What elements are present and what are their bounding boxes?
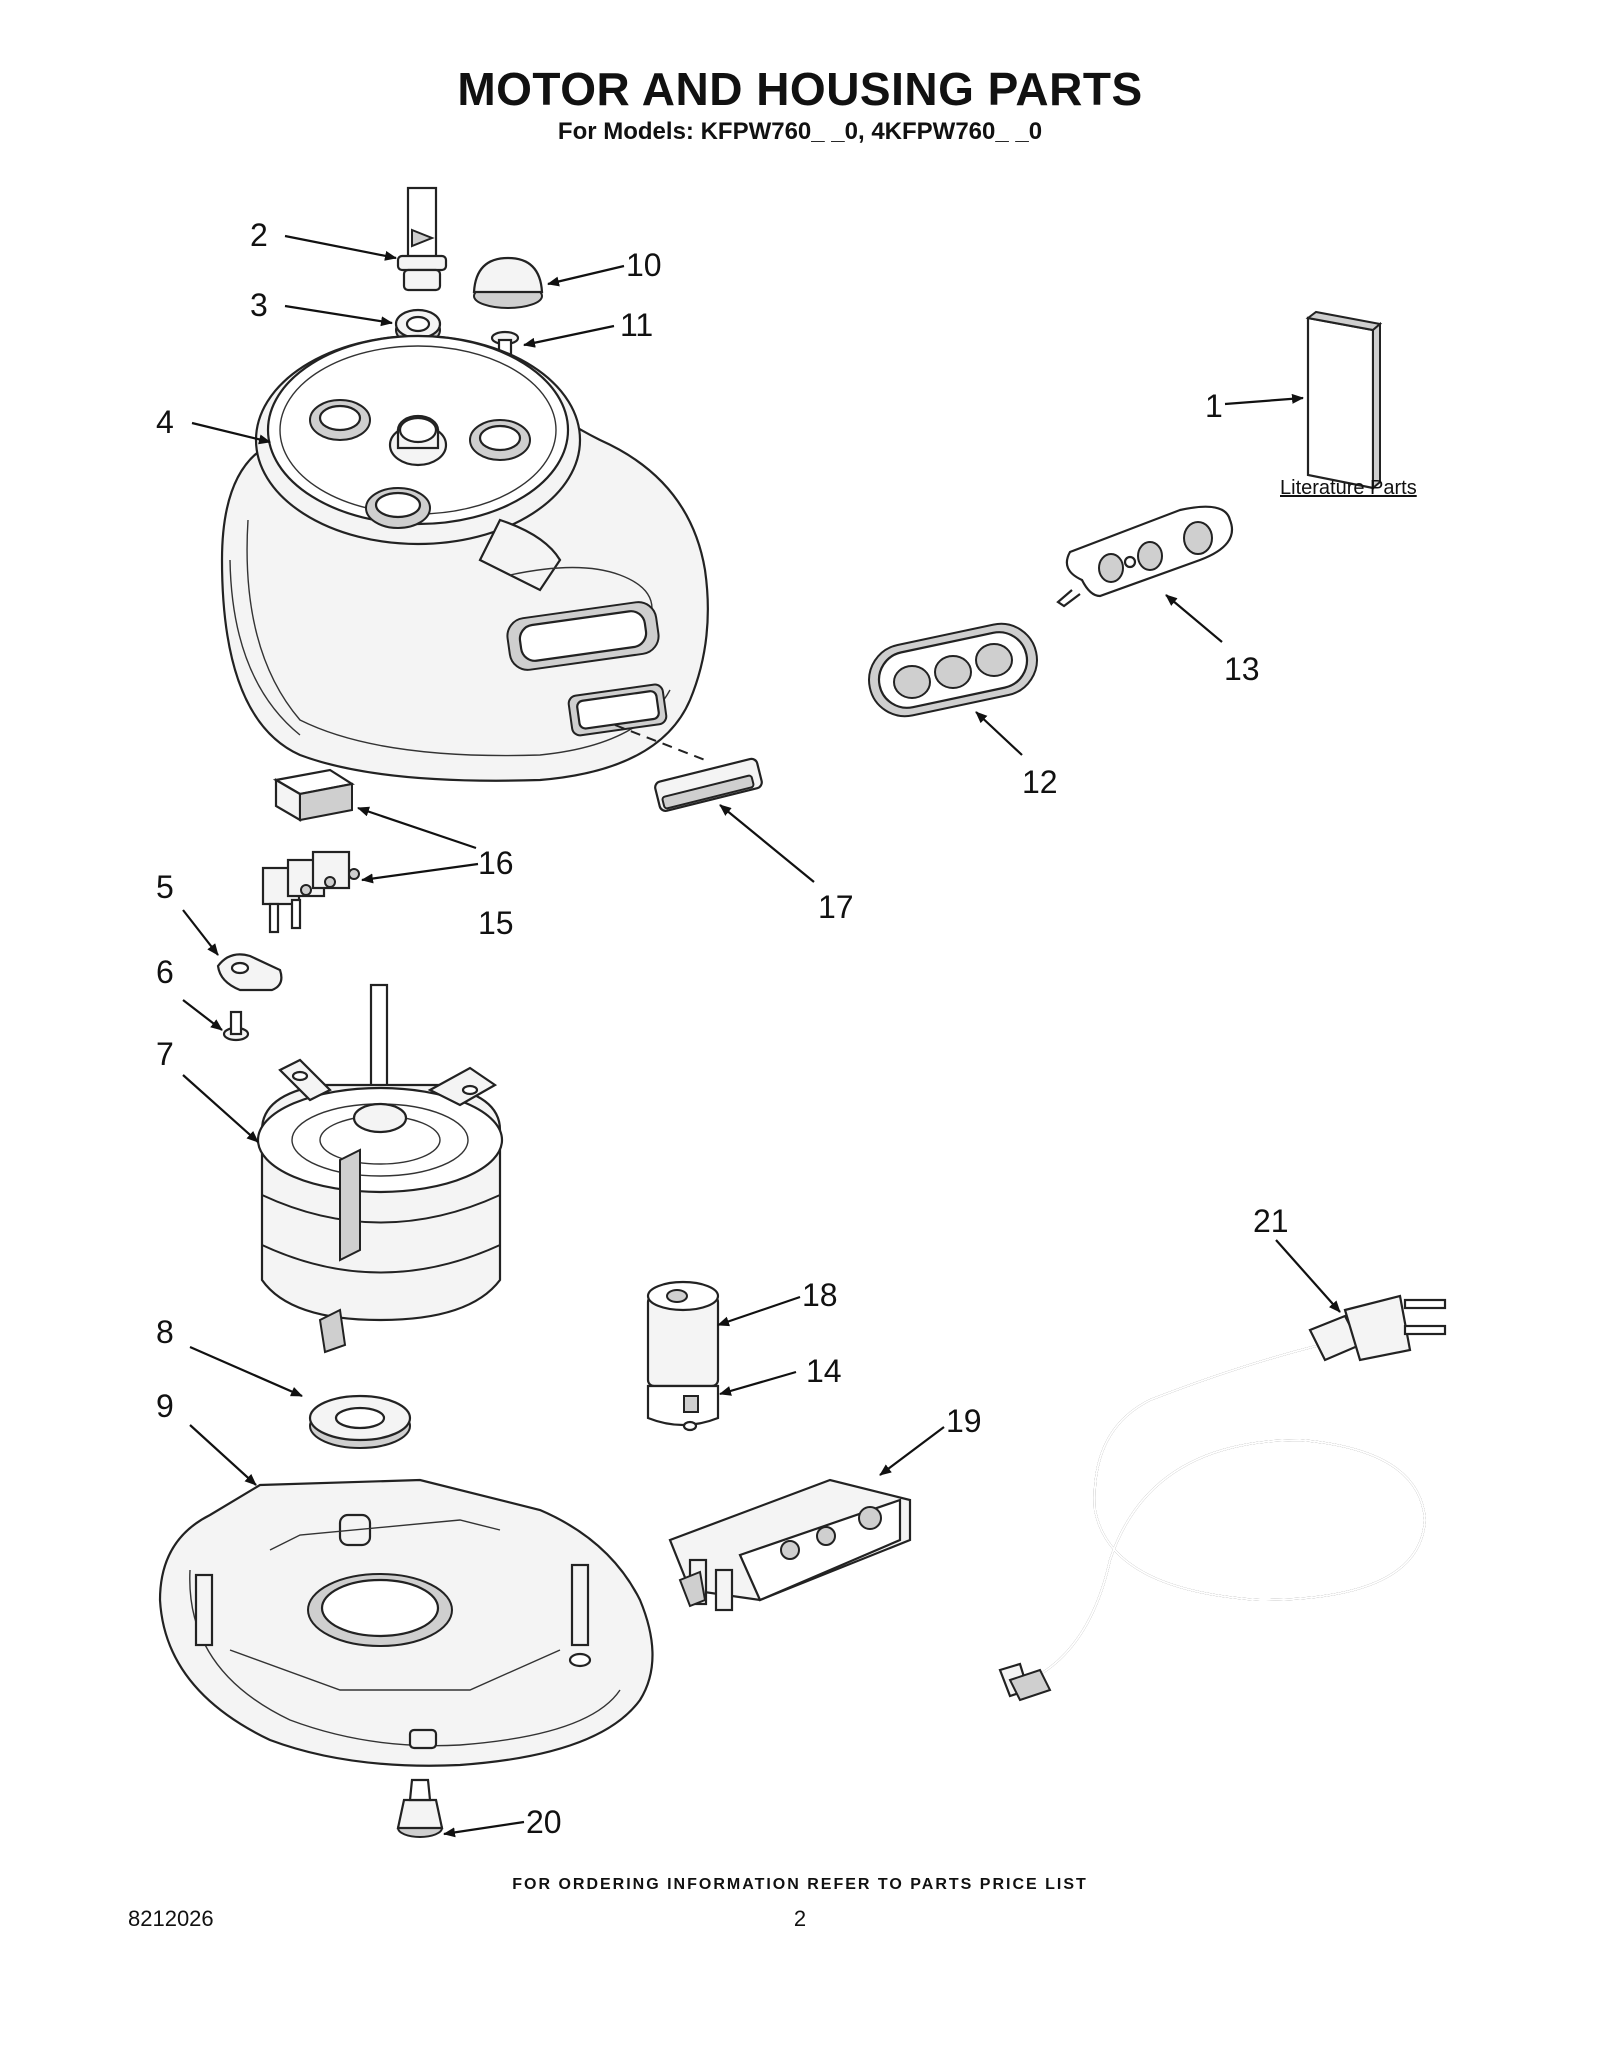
callout-9: 9 — [156, 1388, 174, 1424]
part-2-drive-coupler — [396, 186, 448, 292]
callout-6: 6 — [156, 954, 174, 990]
leader-lines — [182, 234, 1341, 1838]
part-20-foot — [396, 1778, 444, 1838]
part-12-button-gasket — [868, 622, 1038, 718]
part-9-base — [158, 1478, 654, 1767]
part-8-washer — [308, 1394, 412, 1449]
callout-7: 7 — [156, 1036, 174, 1072]
callout-15: 15 — [478, 905, 514, 941]
part-17-button-bar — [614, 724, 763, 812]
callout-numbers: 1 2 3 4 5 6 7 8 9 10 11 12 13 14 15 16 1… — [156, 217, 1417, 1840]
callout-14: 14 — [806, 1353, 842, 1389]
part-16-terminal-cover — [272, 768, 355, 822]
callout-16: 16 — [478, 845, 514, 881]
callout-4: 4 — [156, 404, 174, 440]
callout-10: 10 — [626, 247, 662, 283]
callout-19: 19 — [946, 1403, 982, 1439]
model-subtitle: For Models: KFPW760_ _0, 4KFPW760_ _0 — [557, 118, 1043, 145]
callout-17: 17 — [818, 889, 854, 925]
page-number: 2 — [793, 1906, 807, 1931]
callout-13: 13 — [1224, 651, 1260, 687]
part-6-screw — [222, 1010, 250, 1042]
part-21-power-cord — [998, 1294, 1447, 1702]
callout-21: 21 — [1253, 1203, 1289, 1239]
part-3-bearing — [394, 308, 442, 345]
callout-1: 1 — [1205, 388, 1223, 424]
part-10-cap — [472, 256, 544, 309]
callout-3: 3 — [250, 287, 268, 323]
document-number: 8212026 — [128, 1906, 214, 1931]
callout-12: 12 — [1022, 764, 1058, 800]
part-1-literature — [1305, 310, 1383, 491]
callout-8: 8 — [156, 1314, 174, 1350]
part-7-motor — [256, 983, 504, 1354]
part-15-terminal-block — [261, 850, 360, 934]
part-14-capacitor-holder — [646, 1384, 720, 1432]
part-18-capacitor — [646, 1280, 720, 1388]
part-5-clip — [216, 953, 283, 992]
callout-18: 18 — [802, 1277, 838, 1313]
callout-2: 2 — [250, 217, 268, 253]
part-4-motor-housing — [220, 334, 709, 782]
literature-parts-label: Literature Parts — [1280, 477, 1417, 499]
callout-5: 5 — [156, 869, 174, 905]
part-19-switch-assembly — [668, 1478, 912, 1612]
callout-20: 20 — [526, 1804, 562, 1840]
part-13-control-overlay — [1056, 505, 1233, 608]
callout-11: 11 — [620, 307, 653, 343]
ordering-note: FOR ORDERING INFORMATION REFER TO PARTS … — [512, 1876, 1088, 1893]
page-title: MOTOR AND HOUSING PARTS — [457, 63, 1143, 115]
